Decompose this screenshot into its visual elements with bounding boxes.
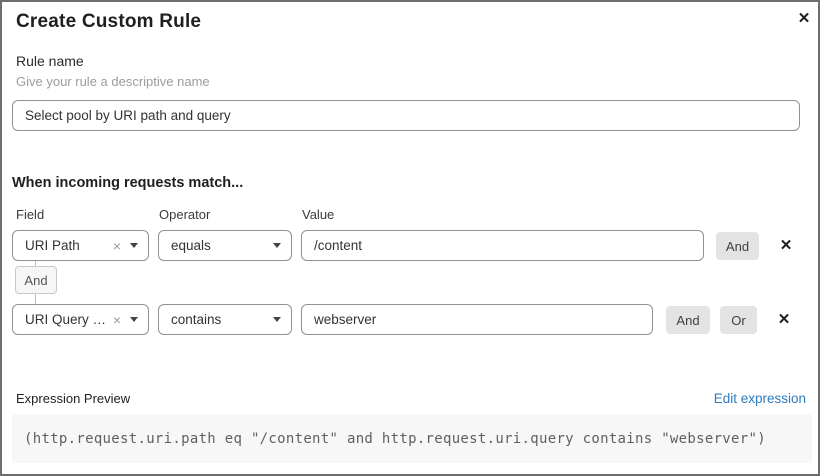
close-icon[interactable]: ✕	[797, 10, 811, 27]
delete-condition-icon[interactable]: ✕	[777, 311, 791, 328]
operator-select-value: contains	[171, 312, 222, 327]
delete-condition-icon[interactable]: ✕	[779, 237, 793, 254]
expression-code-block: (http.request.uri.path eq "/content" and…	[12, 414, 812, 463]
field-select-value: URI Query St...	[25, 312, 107, 327]
add-or-condition-button[interactable]: Or	[720, 306, 757, 334]
field-select[interactable]: URI Path ×	[12, 230, 149, 261]
column-label-value: Value	[302, 207, 335, 222]
edit-expression-link[interactable]: Edit expression	[713, 391, 806, 406]
chevron-down-icon	[273, 317, 281, 322]
field-select[interactable]: URI Query St... ×	[12, 304, 149, 335]
matcher-heading: When incoming requests match...	[12, 175, 244, 191]
operator-select-value: equals	[171, 238, 211, 253]
value-input[interactable]	[301, 304, 653, 335]
column-label-operator: Operator	[159, 207, 211, 222]
expression-preview-label: Expression Preview	[16, 391, 131, 406]
connector-line	[35, 261, 36, 267]
operator-select[interactable]: equals	[158, 230, 292, 261]
connector-line	[35, 294, 36, 305]
operator-select[interactable]: contains	[158, 304, 292, 335]
chevron-down-icon	[273, 243, 281, 248]
column-label-field: Field	[16, 207, 45, 222]
chevron-down-icon	[130, 317, 138, 322]
value-input[interactable]	[301, 230, 704, 261]
add-and-condition-button[interactable]: And	[716, 232, 759, 260]
rule-name-input[interactable]	[12, 100, 800, 131]
rule-name-label: Rule name	[16, 53, 84, 69]
field-select-value: URI Path	[25, 238, 80, 253]
connector-and-badge: And	[15, 266, 57, 294]
rule-name-hint: Give your rule a descriptive name	[16, 74, 210, 89]
clear-field-icon[interactable]: ×	[112, 237, 121, 254]
clear-field-icon[interactable]: ×	[112, 311, 121, 328]
dialog-title: Create Custom Rule	[16, 11, 202, 32]
chevron-down-icon	[130, 243, 138, 248]
expression-code: (http.request.uri.path eq "/content" and…	[24, 430, 766, 447]
add-and-condition-button[interactable]: And	[666, 306, 710, 334]
